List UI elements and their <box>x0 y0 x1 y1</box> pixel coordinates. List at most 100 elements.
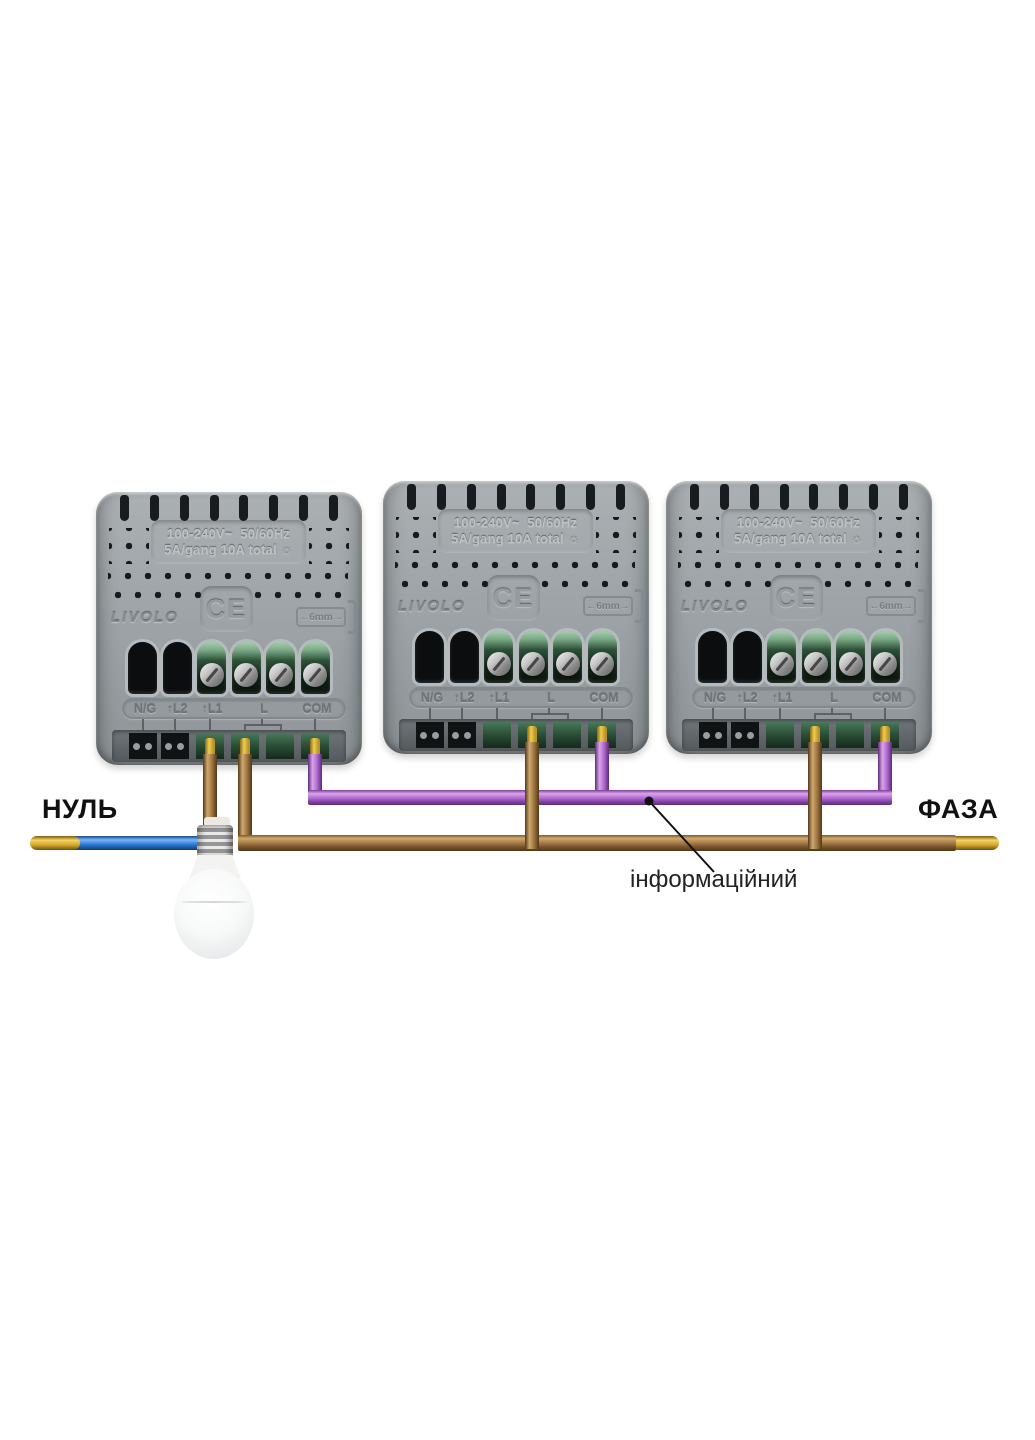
vent-slot <box>496 484 506 510</box>
bulb-insulator-cap <box>204 817 230 827</box>
bottom-cell-green <box>483 722 511 748</box>
livolo-logo: LIVOLO <box>398 598 466 615</box>
spec-plate: 100-240V~ 50/60Hz 5A/gang 10A total ☼ <box>438 509 593 553</box>
label-tick <box>712 708 714 720</box>
vent-slot <box>869 484 879 510</box>
bottom-cell-green <box>266 733 294 759</box>
vent-slots <box>690 484 908 511</box>
terminal-hole-com <box>587 631 617 683</box>
terminal-label-ng: N/G <box>703 690 727 705</box>
l-bracket <box>814 713 852 715</box>
screw-icon <box>873 652 898 676</box>
terminal-label-l: L <box>260 701 268 716</box>
terminal-row <box>128 642 330 694</box>
brightness-icon: ☼ <box>567 531 580 546</box>
spec-plate: 100-240V~ 50/60Hz 5A/gang 10A total ☼ <box>151 520 306 564</box>
l-bracket <box>814 713 816 722</box>
label-tick <box>744 708 746 720</box>
vent-slots <box>120 495 338 522</box>
vent-holes <box>395 559 635 571</box>
bottom-cell-dark <box>161 733 189 759</box>
label-tick <box>314 719 316 731</box>
vent-holes <box>108 589 208 601</box>
vent-holes <box>679 517 719 553</box>
strip-length-bracket <box>348 600 357 634</box>
wire-gauge-label: ←6mm→ <box>866 596 916 616</box>
screw-icon <box>838 652 863 676</box>
terminal-block-bottom <box>112 730 346 762</box>
vent-holes <box>678 559 918 571</box>
vent-slots <box>407 484 625 511</box>
rivet <box>452 732 459 739</box>
switch-module-2: 100-240V~ 50/60Hz 5A/gang 10A total ☼ LI… <box>383 481 649 754</box>
label-tick <box>601 708 603 720</box>
bottom-cell-dark <box>448 722 476 748</box>
terminal-row <box>415 631 617 683</box>
brightness-icon: ☼ <box>280 542 293 557</box>
label-tick <box>461 708 463 720</box>
vent-slot <box>328 495 338 521</box>
rivet <box>177 743 184 750</box>
l-bracket <box>831 708 833 714</box>
screw-icon <box>769 652 794 676</box>
label-tick <box>142 719 144 731</box>
l-bracket <box>531 713 533 722</box>
l-bracket <box>850 713 852 722</box>
terminal-label-strip: N/G ↑L2 ↑L1 L COM <box>692 687 916 708</box>
terminal-hole-ng <box>128 642 157 694</box>
vent-holes <box>108 570 348 582</box>
terminal-hole-l1 <box>484 631 514 683</box>
bottom-cell-green <box>766 722 794 748</box>
phase-wire-module1 <box>238 754 252 849</box>
terminal-hole-l1 <box>197 642 227 694</box>
bottom-cell-dark <box>699 722 727 748</box>
vent-slot <box>120 495 129 521</box>
terminal-hole-com <box>870 631 900 683</box>
livolo-logo: LIVOLO <box>681 598 749 615</box>
wire-ferrule <box>205 738 215 760</box>
vent-slot <box>809 484 819 510</box>
spec-line2: 5A/gang 10A total ☼ <box>451 531 580 546</box>
wire-ferrule <box>310 738 320 760</box>
terminal-label-l: L <box>547 690 555 705</box>
phase-label: ФАЗА <box>918 794 999 824</box>
terminal-label-strip: N/G ↑L2 ↑L1 L COM <box>122 698 346 719</box>
vent-slot <box>719 484 729 510</box>
wire-gauge-label: ←6mm→ <box>296 607 346 627</box>
l-bracket <box>548 708 550 714</box>
terminal-label-ng: N/G <box>420 690 444 705</box>
terminal-hole-l-b <box>553 631 583 683</box>
terminal-label-strip: N/G ↑L2 ↑L1 L COM <box>409 687 633 708</box>
terminal-hole-l2 <box>162 642 192 694</box>
vent-slot <box>466 484 476 510</box>
light-bulb <box>174 869 254 959</box>
screw-icon <box>199 663 224 687</box>
switch-module-3: 100-240V~ 50/60Hz 5A/gang 10A total ☼ LI… <box>666 481 932 754</box>
terminal-label-com: COM <box>302 701 332 716</box>
screw-icon <box>268 663 293 687</box>
screw-icon <box>486 652 511 676</box>
vent-holes <box>678 578 778 590</box>
info-wire-pointer-line <box>644 796 715 873</box>
terminal-hole-l-a <box>801 631 831 683</box>
terminal-label-l2: ↑L2 <box>166 701 188 716</box>
label-tick <box>779 708 781 720</box>
l-bracket <box>531 713 569 715</box>
vent-holes <box>395 578 495 590</box>
vent-holes <box>109 528 149 564</box>
vent-slot <box>299 495 309 521</box>
vent-slot <box>690 484 699 510</box>
info-wire-bus <box>308 790 892 805</box>
terminal-hole-l-a <box>518 631 548 683</box>
vent-slot <box>556 484 566 510</box>
terminal-label-ng: N/G <box>133 701 157 716</box>
bulb-seam <box>181 901 247 903</box>
screw-icon <box>521 652 546 676</box>
vent-slot <box>839 484 849 510</box>
strip-length-bracket <box>635 589 644 623</box>
vent-holes <box>309 528 349 564</box>
l-bracket <box>261 719 263 725</box>
vent-slot <box>149 495 159 521</box>
l-bracket <box>244 724 246 733</box>
